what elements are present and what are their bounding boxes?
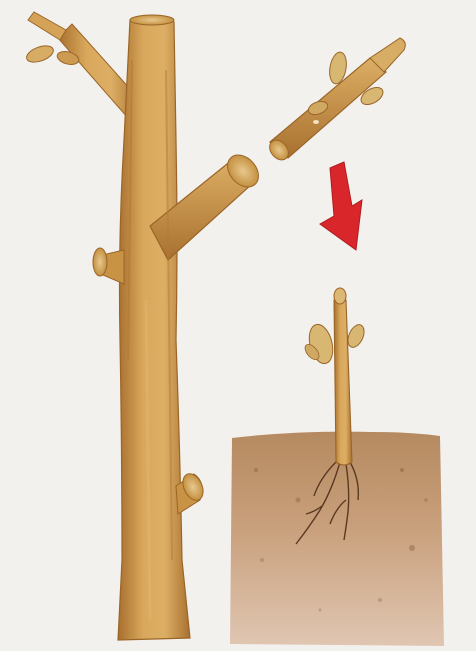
cutting-bud-top xyxy=(334,288,346,304)
soil-speck xyxy=(260,558,264,562)
twig-small-scar xyxy=(313,120,319,124)
trunk-top-cut xyxy=(130,15,174,25)
knob-left-mid-face xyxy=(93,248,107,276)
soil-speck xyxy=(254,468,258,472)
soil-block xyxy=(230,432,444,646)
soil-speck xyxy=(378,598,382,602)
soil-speck xyxy=(424,498,428,502)
soil-speck xyxy=(400,468,404,472)
soil-speck xyxy=(409,545,415,551)
soil-speck xyxy=(296,498,301,503)
soil-block-group xyxy=(230,432,444,646)
soil-speck xyxy=(319,609,322,612)
